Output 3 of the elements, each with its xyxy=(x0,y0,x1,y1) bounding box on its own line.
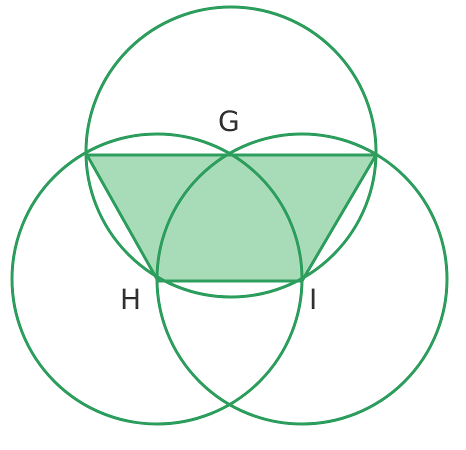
point-label: H xyxy=(120,286,142,314)
point-label: I xyxy=(309,286,318,314)
point-label: G xyxy=(218,108,240,136)
